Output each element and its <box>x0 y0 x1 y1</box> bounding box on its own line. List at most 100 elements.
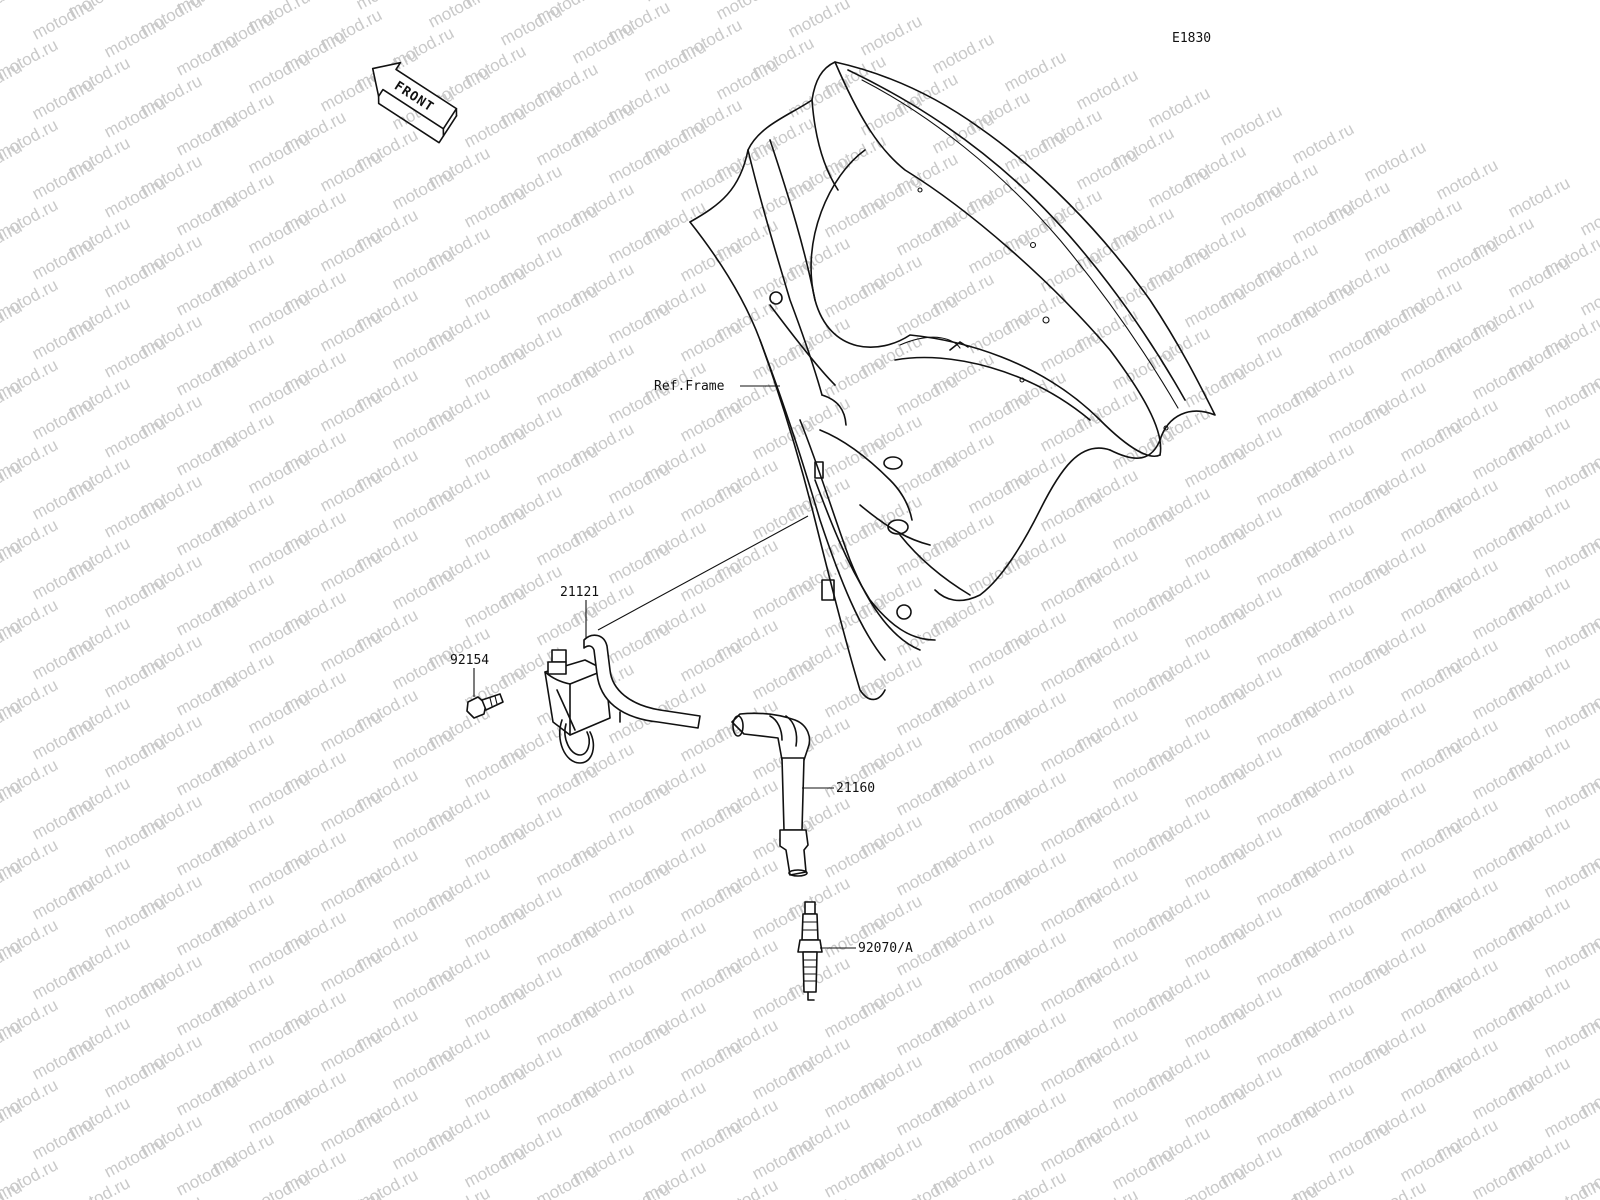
watermark-text: motod.ru <box>1109 505 1177 553</box>
watermark-text: motod.ru <box>245 49 313 97</box>
watermark-text: motod.ru <box>29 555 97 603</box>
watermark-text: motod.ru <box>173 111 241 159</box>
watermark-text: motod.ru <box>101 813 169 861</box>
watermark-text: motod.ru <box>677 477 745 525</box>
watermark-text: motod.ru <box>1541 1013 1600 1061</box>
watermark-text: motod.ru <box>461 583 529 631</box>
watermark-text: motod.ru <box>893 1091 961 1139</box>
watermark-text: motod.ru <box>533 1161 601 1200</box>
watermark-text: motod.ru <box>1397 497 1465 545</box>
watermark-text: motod.ru <box>317 1107 385 1155</box>
watermark-text: motod.ru <box>1325 319 1393 367</box>
watermark-text: motod.ru <box>533 521 601 569</box>
watermark-text: motod.ru <box>245 529 313 577</box>
watermark-text: motod.ru <box>1325 1119 1393 1167</box>
watermark-text: motod.ru <box>461 503 529 551</box>
watermark-text: motod.ru <box>677 1037 745 1085</box>
watermark-text: motod.ru <box>1397 897 1465 945</box>
watermark-text: motod.ru <box>317 1187 385 1200</box>
watermark-text: motod.ru <box>893 771 961 819</box>
watermark-text: motod.ru <box>317 787 385 835</box>
watermark-text: motod.ru <box>605 299 673 347</box>
watermark-text: motod.ru <box>785 1193 853 1200</box>
watermark-text: motod.ru <box>533 201 601 249</box>
watermark-text: motod.ru <box>173 191 241 239</box>
watermark-text: motod.ru <box>1073 1185 1141 1200</box>
watermark-text: motod.ru <box>605 1019 673 1067</box>
watermark-text: motod.ru <box>317 467 385 515</box>
watermark-text: motod.ru <box>1253 1101 1321 1149</box>
watermark-text: motod.ru <box>1325 479 1393 527</box>
watermark-text: motod.ru <box>1253 941 1321 989</box>
watermark-text: motod.ru <box>1397 977 1465 1025</box>
watermark-text: motod.ru <box>893 691 961 739</box>
watermark-text: motod.ru <box>713 1175 781 1200</box>
watermark-text: motod.ru <box>1397 417 1465 465</box>
watermark-text: motod.ru <box>1181 523 1249 571</box>
watermark-text: motod.ru <box>965 629 1033 677</box>
spark-plug-label: 92070/A <box>858 941 913 956</box>
watermark-text: motod.ru <box>821 993 889 1041</box>
watermark-text: motod.ru <box>1181 1003 1249 1051</box>
watermark-text: motod.ru <box>173 511 241 559</box>
watermark-text: motod.ru <box>1253 301 1321 349</box>
watermark-text: motod.ru <box>317 307 385 355</box>
watermark-text: motod.ru <box>425 0 493 32</box>
watermark-text: motod.ru <box>173 351 241 399</box>
watermark-text: motod.ru <box>1505 173 1573 221</box>
watermark-text: motod.ru <box>1433 155 1501 203</box>
watermark-text: motod.ru <box>1109 905 1177 953</box>
watermark-text: motod.ru <box>461 743 529 791</box>
watermark-text: motod.ru <box>1361 1177 1429 1200</box>
watermark-text: motod.ru <box>101 493 169 541</box>
watermark-text: motod.ru <box>821 353 889 401</box>
watermark-text: motod.ru <box>317 947 385 995</box>
watermark-text: motod.ru <box>1469 1075 1537 1123</box>
watermark-text: motod.ru <box>1073 65 1141 113</box>
watermark-text: motod.ru <box>173 671 241 719</box>
watermark-text: motod.ru <box>245 849 313 897</box>
watermark-text: motod.ru <box>821 193 889 241</box>
watermark-text: motod.ru <box>1325 559 1393 607</box>
watermark-text: motod.ru <box>173 1151 241 1199</box>
watermark-text: motod.ru <box>893 211 961 259</box>
watermark-text: motod.ru <box>1145 83 1213 131</box>
watermark-text: motod.ru <box>29 155 97 203</box>
watermark-text: motod.ru <box>65 1173 133 1200</box>
watermark-text: motod.ru <box>1109 985 1177 1033</box>
watermark-text: motod.ru <box>677 157 745 205</box>
watermark-text: motod.ru <box>29 1195 97 1200</box>
watermark-text: motod.ru <box>533 921 601 969</box>
watermark-text: motod.ru <box>1073 145 1141 193</box>
watermark-text: motod.ru <box>1181 603 1249 651</box>
watermark-text: motod.ru <box>389 965 457 1013</box>
watermark-text: motod.ru <box>1469 1155 1537 1200</box>
watermark-text: motod.ru <box>497 1 565 49</box>
watermark-text: motod.ru <box>461 823 529 871</box>
watermark-text: motod.ru <box>1325 719 1393 767</box>
watermark-text: motod.ru <box>1181 1083 1249 1131</box>
watermark-text: motod.ru <box>1469 915 1537 963</box>
watermark-text: motod.ru <box>101 13 169 61</box>
watermark-text: motod.ru <box>101 1053 169 1101</box>
watermark-text: motod.ru <box>893 851 961 899</box>
watermark-text: motod.ru <box>461 183 529 231</box>
watermark-text: motod.ru <box>605 1099 673 1147</box>
watermark-text: motod.ru <box>1109 1065 1177 1113</box>
watermark-text: motod.ru <box>1181 283 1249 331</box>
watermark-text: motod.ru <box>1217 101 1285 149</box>
watermark-text: motod.ru <box>29 635 97 683</box>
watermark-text: motod.ru <box>29 235 97 283</box>
watermark-text: motod.ru <box>965 309 1033 357</box>
watermark-text: motod.ru <box>965 229 1033 277</box>
ref-frame-label: Ref.Frame <box>654 379 725 394</box>
watermark-text: motod.ru <box>1541 933 1600 981</box>
watermark-text: motod.ru <box>461 423 529 471</box>
watermark-text: motod.ru <box>1037 1127 1105 1175</box>
watermark-text: motod.ru <box>29 955 97 1003</box>
ignition-coil-label: 21121 <box>560 585 599 600</box>
watermark-text: motod.ru <box>1253 541 1321 589</box>
watermark-text: motod.ru <box>1397 657 1465 705</box>
watermark-text: motod.ru <box>29 0 97 44</box>
